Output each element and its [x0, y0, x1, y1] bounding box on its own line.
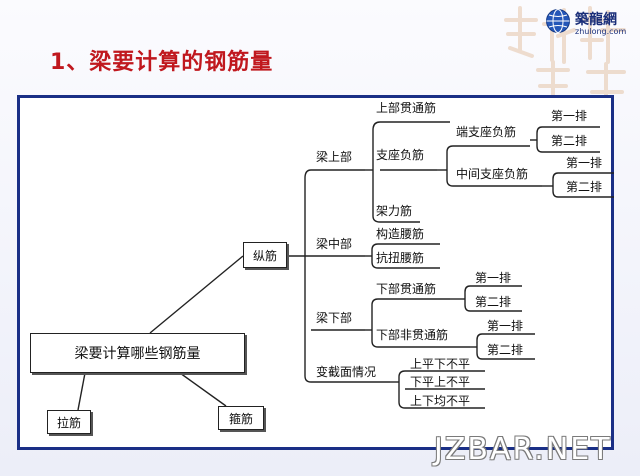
- zhulong-logo: 築龍網 zhulong.com: [545, 6, 637, 38]
- node-torsion-waist: 抗扭腰筋: [376, 251, 425, 265]
- node-bottom-continuous: 下部贯通筋: [376, 282, 437, 296]
- node-variable-case-2: 下平上不平: [410, 375, 471, 389]
- root-node: 梁要计算哪些钢筋量: [30, 333, 245, 373]
- node-beam-top: 梁上部: [316, 150, 353, 164]
- node-stirrup: 箍筋: [218, 406, 264, 430]
- logo-url: zhulong.com: [575, 27, 627, 36]
- node-beam-middle: 梁中部: [316, 237, 353, 251]
- site-watermark: JZBAR.NET: [434, 432, 612, 467]
- node-structural-waist: 构造腰筋: [376, 227, 425, 241]
- node-support-negative: 支座负筋: [376, 148, 425, 162]
- globe-icon: [546, 9, 570, 33]
- node-end-row-2: 第二排: [551, 134, 588, 148]
- node-bottom-noncont-row-2: 第二排: [487, 343, 524, 357]
- node-middle-support: 中间支座负筋: [456, 167, 529, 181]
- node-end-support: 端支座负筋: [456, 125, 517, 139]
- slide-title: 1、梁要计算的钢筋量: [50, 50, 274, 75]
- node-middle-row-2: 第二排: [566, 180, 603, 194]
- node-variable-section: 变截面情况: [316, 365, 377, 379]
- node-variable-case-1: 上平下不平: [410, 357, 471, 371]
- node-variable-case-3: 上下均不平: [410, 394, 471, 408]
- node-bottom-cont-row-1: 第一排: [475, 271, 512, 285]
- logo-name: 築龍網: [575, 12, 617, 28]
- node-middle-row-1: 第一排: [566, 156, 603, 170]
- node-top-continuous: 上部贯通筋: [376, 101, 437, 115]
- node-erection: 架力筋: [376, 204, 413, 218]
- diagram-frame: [17, 95, 614, 450]
- node-bottom-noncont-row-1: 第一排: [487, 319, 524, 333]
- node-end-row-1: 第一排: [551, 109, 588, 123]
- node-bottom-cont-row-2: 第二排: [475, 295, 512, 309]
- node-longitudinal: 纵筋: [243, 242, 287, 268]
- node-beam-bottom: 梁下部: [316, 311, 353, 325]
- node-bottom-non-continuous: 下部非贯通筋: [376, 328, 449, 342]
- node-tie: 拉筋: [47, 410, 91, 434]
